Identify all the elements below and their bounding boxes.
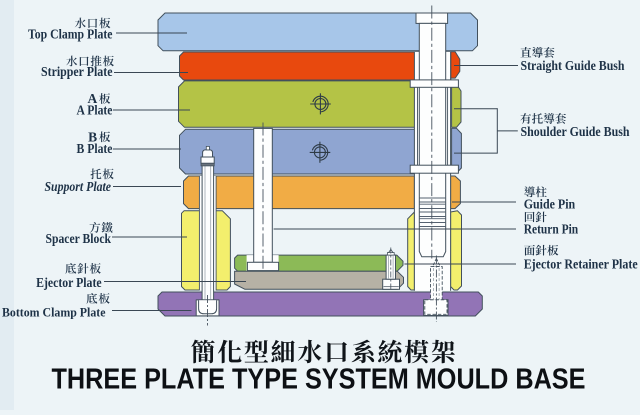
svg-text:Guide Pin: Guide Pin [524, 197, 576, 212]
svg-text:THREE PLATE TYPE SYSTEM MOULD: THREE PLATE TYPE SYSTEM MOULD BASE [52, 364, 586, 396]
svg-text:Return Pin: Return Pin [524, 222, 579, 237]
svg-text:Stripper Plate: Stripper Plate [41, 64, 113, 79]
svg-text:Ejector Retainer Plate: Ejector Retainer Plate [524, 257, 638, 272]
svg-text:B Plate: B Plate [77, 141, 113, 156]
svg-text:B: B [88, 129, 97, 144]
svg-text:A: A [87, 91, 97, 106]
svg-text:Ejector Plate: Ejector Plate [36, 275, 102, 290]
svg-text:Top Clamp Plate: Top Clamp Plate [28, 26, 113, 41]
svg-text:Shoulder Guide Bush: Shoulder Guide Bush [521, 124, 630, 139]
svg-text:Straight Guide Bush: Straight Guide Bush [521, 58, 625, 73]
svg-text:Spacer Block: Spacer Block [46, 231, 112, 246]
svg-text:A Plate: A Plate [77, 103, 113, 118]
svg-text:Support Plate: Support Plate [45, 179, 112, 194]
svg-text:Bottom Clamp Plate: Bottom Clamp Plate [2, 304, 106, 319]
